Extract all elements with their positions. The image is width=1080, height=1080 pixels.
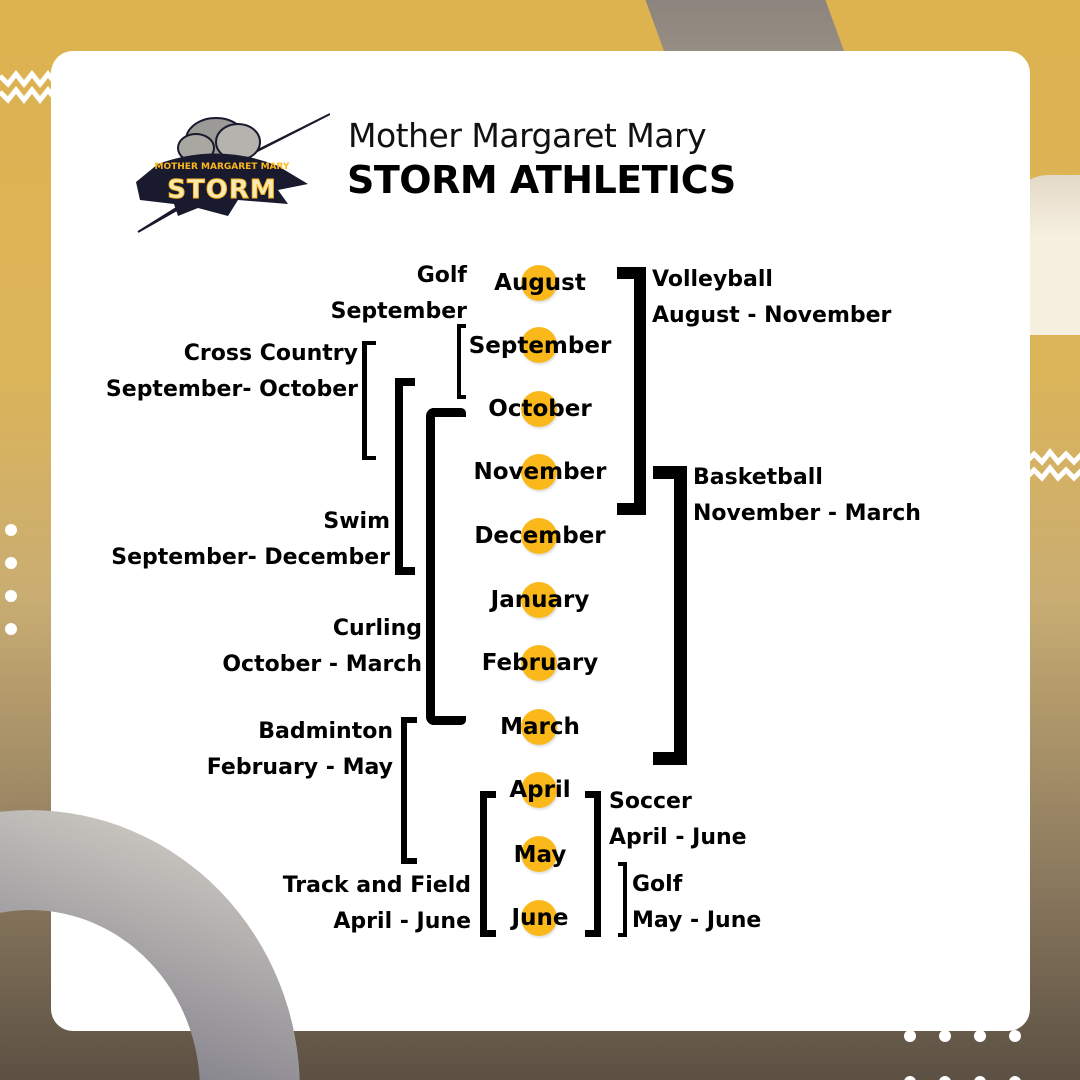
sport-name: Soccer [609,789,692,814]
bracket-swim [395,378,415,575]
school-name: Mother Margaret Mary [348,116,707,155]
sport-season: September- December [111,545,390,570]
zigzag-decoration-left [0,70,58,105]
sport-name: Track and Field [282,873,471,898]
month-february: February [481,650,599,676]
sport-name: Cross Country [183,341,358,366]
svg-text:MOTHER MARGARET MARY: MOTHER MARGARET MARY [155,162,290,172]
bracket-soccer [585,791,601,937]
bracket-basketball [653,466,687,765]
svg-text:STORM: STORM [167,175,276,205]
month-dot-september [521,327,557,363]
zigzag-decoration-right [1026,448,1080,482]
sport-soccer: Soccer April - June [609,784,747,856]
month-dot-december [521,518,557,554]
bracket-track-and-field [480,791,496,937]
bracket-golf-fall [457,324,466,399]
sport-name: Badminton [258,719,393,744]
month-october: October [488,396,592,422]
sport-season: September [330,299,467,324]
month-january: January [490,587,590,613]
sport-name: Curling [332,616,422,641]
dots-decoration-bottom-2 [904,1076,1021,1080]
sport-season: February - May [206,755,393,780]
sport-season: August - November [652,303,892,328]
month-march: March [500,714,580,740]
sport-volleyball: Volleyball August - November [652,262,891,334]
sport-name: Golf [632,872,683,897]
sport-season: April - June [609,825,747,850]
month-november: November [473,459,607,485]
bracket-volleyball [617,267,646,515]
bracket-curling [426,408,466,725]
month-may: May [513,842,567,868]
dots-decoration-bottom [904,1030,1021,1042]
month-september: September [468,333,612,359]
sport-name: Swim [323,509,390,534]
dots-decoration-left [5,524,17,656]
month-april: April [509,777,571,803]
sport-cross-country: Cross Country September- October [106,336,358,408]
sport-basketball: Basketball November - March [693,460,921,532]
sport-swim: Swim September- December [111,504,390,576]
month-dot-november [521,454,557,490]
month-dot-may [521,836,557,872]
sport-track-and-field: Track and Field April - June [283,868,471,940]
storm-logo-icon: MOTHER MARGARET MARY STORM [136,113,330,233]
month-dot-february [521,645,557,681]
sport-golf-fall: Golf September [331,258,467,330]
bracket-golf-spring [618,862,627,937]
month-december: December [474,523,606,549]
sport-name: Golf [416,263,467,288]
sport-season: September- October [105,377,358,402]
month-dot-august [521,265,557,301]
bracket-cross-country [362,341,376,460]
month-august: August [494,270,586,296]
sport-golf-spring: Golf May - June [632,867,761,939]
month-dot-october [521,391,557,427]
month-dot-june [521,900,557,936]
month-june: June [511,905,569,931]
sport-name: Volleyball [652,267,773,292]
sport-season: April - June [333,909,471,934]
sport-season: May - June [632,908,762,933]
sport-curling: Curling October - March [222,611,422,683]
month-dot-march [521,709,557,745]
sport-season: October - March [222,652,422,677]
sport-season: November - March [693,501,921,526]
month-dot-january [521,582,557,618]
page-title: STORM ATHLETICS [347,158,736,202]
sport-badminton: Badminton February - May [207,714,393,786]
month-dot-april [521,772,557,808]
bracket-badminton [401,717,417,864]
sport-name: Basketball [693,465,823,490]
